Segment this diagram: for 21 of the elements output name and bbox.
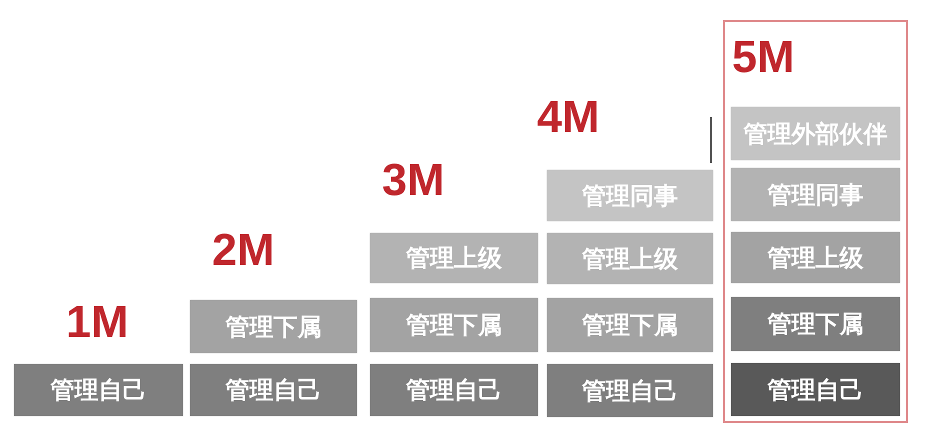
column-heading: 2M — [212, 227, 275, 272]
level-box: 管理自己 — [547, 364, 713, 417]
level-box: 管理上级 — [731, 232, 900, 283]
level-box: 管理同事 — [731, 168, 900, 221]
level-box: 管理下属 — [190, 300, 357, 353]
level-box: 管理上级 — [370, 233, 538, 283]
level-box: 管理自己 — [370, 364, 538, 416]
column-heading: 3M — [382, 157, 445, 202]
level-box: 管理自己 — [14, 364, 183, 416]
column-heading: 4M — [537, 94, 600, 139]
level-box: 管理自己 — [190, 364, 357, 416]
level-box: 管理上级 — [547, 233, 713, 284]
level-box: 管理下属 — [731, 297, 900, 351]
level-box: 管理自己 — [731, 363, 900, 416]
column-heading: 1M — [66, 299, 129, 344]
level-box: 管理下属 — [370, 298, 538, 352]
level-box: 管理同事 — [547, 170, 713, 221]
level-box: 管理下属 — [547, 298, 713, 352]
level-box: 管理外部伙伴 — [731, 107, 900, 160]
column-heading: 5M — [732, 34, 795, 79]
column-frame — [723, 20, 908, 423]
